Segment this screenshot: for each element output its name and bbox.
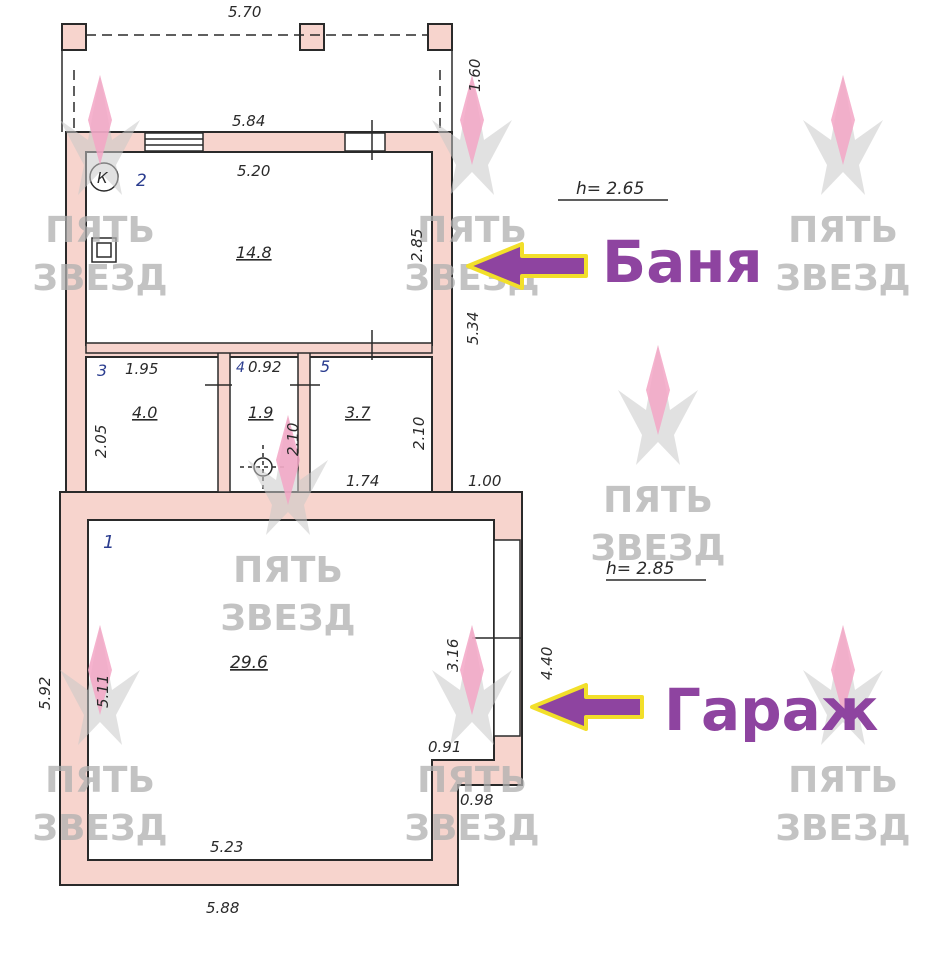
- pink-diamond-icon: [831, 75, 855, 165]
- garage-ceiling-height: h= 2.85: [606, 559, 674, 579]
- watermark-line1: ПЯТЬ: [788, 210, 898, 251]
- room5-number: 5: [320, 357, 330, 376]
- garage-outer-bottom: 5.88: [206, 899, 239, 917]
- room1-number: 1: [103, 532, 114, 553]
- garage-inner-bottom: 5.23: [210, 838, 243, 856]
- watermark-line1: ПЯТЬ: [45, 210, 155, 251]
- door-opening: [344, 132, 386, 152]
- bath-walls: [65, 131, 453, 493]
- watermark-logo: ПЯТЬ ЗВЕЗД: [404, 625, 540, 849]
- pink-diamond-icon: [460, 625, 484, 715]
- walls: [59, 23, 523, 886]
- room4-area: 1.9: [248, 403, 273, 422]
- pink-diamond-icon: [460, 75, 484, 165]
- arrow-left-icon: [466, 242, 588, 290]
- height-underlines: [558, 199, 706, 581]
- watermark-line2: ЗВЕЗД: [32, 258, 167, 299]
- watermark-line1: ПЯТЬ: [233, 550, 343, 591]
- room-labels: К 2 14.8 3 4.0 4 1.9 5 3.7 1 29.6 h= 2.6…: [97, 169, 674, 673]
- room4-width: 0.92: [248, 358, 281, 376]
- garage-callout: Гараж: [530, 676, 878, 744]
- room3-width: 1.95: [125, 360, 158, 378]
- stove-icon: [91, 237, 117, 263]
- watermark-logo: ПЯТЬ ЗВЕЗД: [775, 625, 911, 849]
- bath-inner-height: 2.85: [408, 229, 426, 262]
- room5-width: 1.74: [346, 472, 379, 490]
- terrace-post: [61, 23, 87, 51]
- watermark-line2: ЗВЕЗД: [404, 808, 539, 849]
- room3-height: 2.05: [92, 425, 110, 458]
- outer-top-width: 5.84: [232, 112, 265, 130]
- pink-diamond-icon: [88, 625, 112, 715]
- garage-notch: 0.98: [460, 791, 493, 809]
- room2-number: 2: [136, 171, 147, 191]
- watermark-line2: ЗВЕЗД: [220, 598, 355, 639]
- garage-walls: [59, 491, 523, 886]
- room3-number: 3: [97, 361, 107, 380]
- watermark-line1: ПЯТЬ: [417, 760, 527, 801]
- room2-area: 14.8: [236, 243, 272, 262]
- room4-height: 2.10: [284, 423, 302, 456]
- partition-wall: [297, 348, 311, 493]
- watermark-logo: ПЯТЬ ЗВЕЗД: [220, 415, 356, 639]
- room4-number: 4: [236, 360, 245, 376]
- watermark-logo: ПЯТЬ ЗВЕЗД: [590, 345, 726, 569]
- pink-diamond-icon: [831, 625, 855, 715]
- arrow-left-icon: [530, 683, 644, 731]
- openings: [144, 120, 522, 737]
- room1-area: 29.6: [230, 653, 268, 673]
- terrace-depth: 1.60: [466, 59, 484, 92]
- watermark-line2: ЗВЕЗД: [32, 808, 167, 849]
- pink-diamond-icon: [646, 345, 670, 435]
- watermark-line1: ПЯТЬ: [45, 760, 155, 801]
- terrace-width: 5.70: [228, 3, 261, 21]
- room2-mark: К: [97, 169, 109, 187]
- garage-left-inner: 5.11: [94, 675, 112, 708]
- terrace-post: [299, 23, 325, 51]
- pink-diamond-icon: [276, 415, 300, 505]
- watermarks: ПЯТЬЗВЕЗДПЯТЬЗВЕЗДПЯТЬЗВЕЗДПЯТЬЗВЕЗДПЯТЬ…: [32, 75, 911, 849]
- watermark-line1: ПЯТЬ: [417, 210, 527, 251]
- watermark-line1: ПЯТЬ: [603, 480, 713, 521]
- watermark-logo: ПЯТЬ ЗВЕЗД: [32, 75, 168, 299]
- room3-area: 4.0: [132, 403, 157, 422]
- dimension-labels: 5.70 1.60 5.84 5.20 2.85 5.34 1.95 2.05 …: [36, 3, 556, 917]
- bath-label: Баня: [602, 228, 763, 296]
- bath-outer-height: 5.34: [464, 312, 482, 345]
- watermark-logo: ПЯТЬ ЗВЕЗД: [775, 75, 911, 299]
- garage-inner-height: 3.16: [444, 639, 462, 672]
- bath-inner-width: 5.20: [237, 162, 270, 180]
- terrace: [61, 24, 453, 132]
- window: [144, 132, 204, 152]
- watermark-line2: ЗВЕЗД: [775, 258, 910, 299]
- room5-area: 3.7: [345, 403, 371, 422]
- partition-wall: [217, 348, 231, 493]
- bath-ceiling-height: h= 2.65: [576, 179, 644, 199]
- garage-label: Гараж: [664, 676, 878, 744]
- bath-callout: Баня: [466, 228, 763, 296]
- watermark-line2: ЗВЕЗД: [590, 528, 725, 569]
- partition-wall: [85, 342, 433, 354]
- room5-height: 2.10: [410, 417, 428, 450]
- garage-left-outer: 5.92: [36, 677, 54, 710]
- watermark-line2: ЗВЕЗД: [775, 808, 910, 849]
- watermark-line1: ПЯТЬ: [788, 760, 898, 801]
- pink-diamond-icon: [88, 75, 112, 165]
- garage-outer-height: 4.40: [538, 647, 556, 680]
- watermark-logo: ПЯТЬ ЗВЕЗД: [32, 625, 168, 849]
- step-width: 1.00: [468, 472, 501, 490]
- terrace-post: [427, 23, 453, 51]
- garage-offset: 0.91: [428, 738, 461, 756]
